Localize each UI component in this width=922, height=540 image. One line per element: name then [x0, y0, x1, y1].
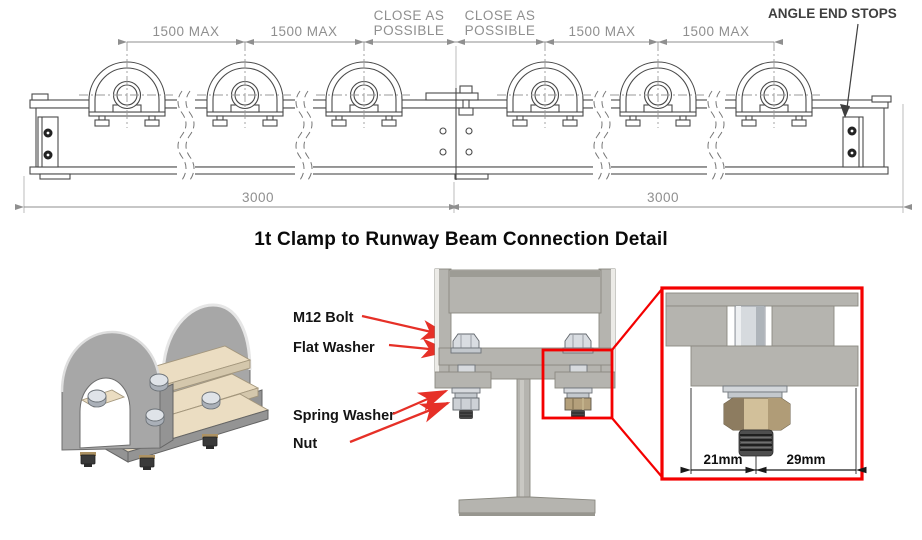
red-highlight-box	[541, 348, 614, 420]
bolt-3d	[87, 389, 107, 408]
magnifier-leader-bottom	[611, 417, 663, 478]
section-title: 1t Clamp to Runway Beam Connection Detai…	[254, 229, 668, 250]
label-m12-bolt: M12 Bolt	[293, 310, 354, 326]
beam-length-left-label: 3000	[242, 190, 274, 205]
stud-detail	[738, 429, 774, 457]
dim-label-possible-2: POSSIBLE	[465, 23, 536, 38]
bolt-3d	[149, 373, 169, 392]
clamp-6	[725, 41, 823, 129]
clamp-4	[496, 41, 594, 129]
dim-label-1500-max-4: 1500 MAX	[682, 24, 749, 39]
clamp-jaw-right	[554, 371, 616, 389]
dim-label-close-as-2: CLOSE AS	[465, 8, 536, 23]
arrow-nut	[349, 401, 451, 444]
detail-dimensions: 21mm 29mm	[680, 388, 867, 474]
nut-detail	[723, 397, 791, 431]
clamp-2	[196, 41, 294, 129]
clamp-1	[78, 41, 176, 129]
beam-splice-joint	[425, 85, 479, 180]
bolt-3d	[145, 408, 165, 427]
label-flat-washer: Flat Washer	[293, 340, 375, 356]
runway-beam	[29, 85, 892, 181]
label-nut: Nut	[293, 436, 317, 452]
part-labels: M12 Bolt Flat Washer Spring Washer Nut	[293, 310, 452, 452]
right-end-stop	[842, 116, 864, 168]
clamp-5	[609, 41, 707, 129]
clamp-feet	[80, 434, 218, 470]
left-end-stop-angle	[31, 93, 49, 101]
arrow-spring-washer	[392, 389, 449, 416]
angle-end-stops-leader	[846, 23, 859, 109]
label-spring-washer: Spring Washer	[293, 408, 395, 424]
magnifier-leader-top	[611, 288, 663, 351]
angle-end-stops-callout: ANGLE END STOPS	[768, 6, 897, 118]
dim-label-1500-max-2: 1500 MAX	[270, 24, 337, 39]
dim-label-close-as-1: CLOSE AS	[374, 8, 445, 23]
jaw-plate-detail	[690, 345, 859, 387]
dim-29mm: 29mm	[786, 452, 825, 467]
dim-label-1500-max-3: 1500 MAX	[568, 24, 635, 39]
beam-length-right-label: 3000	[647, 190, 679, 205]
clamp-3d-render	[60, 303, 270, 470]
left-end-stop	[37, 116, 59, 168]
section-view	[434, 268, 663, 516]
detail-view-box: 21mm 29mm	[660, 286, 867, 481]
connection-detail: M12 Bolt Flat Washer Spring Washer Nut	[60, 268, 867, 516]
clamp-jaw-left	[434, 371, 492, 389]
beam-break-marks	[177, 90, 725, 181]
clamp-3	[315, 41, 413, 129]
nut-stack-right	[563, 387, 593, 419]
dim-21mm: 21mm	[703, 452, 742, 467]
i-beam	[458, 378, 596, 516]
angle-end-stops-label: ANGLE END STOPS	[768, 6, 897, 21]
bolt-3d	[201, 391, 221, 410]
clamp-spacing-dimensions: 1500 MAX 1500 MAX CLOSE AS POSSIBLE CLOS…	[118, 8, 783, 88]
right-end-stop-angle	[871, 95, 892, 103]
elevation-drawing: 1500 MAX 1500 MAX CLOSE AS POSSIBLE CLOS…	[15, 6, 912, 213]
arrow-m12-bolt	[361, 314, 452, 340]
beam-length-dimensions: 3000 3000	[15, 104, 912, 213]
nut-stack-left	[451, 387, 481, 419]
dim-label-1500-max-1: 1500 MAX	[152, 24, 219, 39]
m12-bolt-left	[450, 333, 482, 354]
dim-label-possible-1: POSSIBLE	[374, 23, 445, 38]
